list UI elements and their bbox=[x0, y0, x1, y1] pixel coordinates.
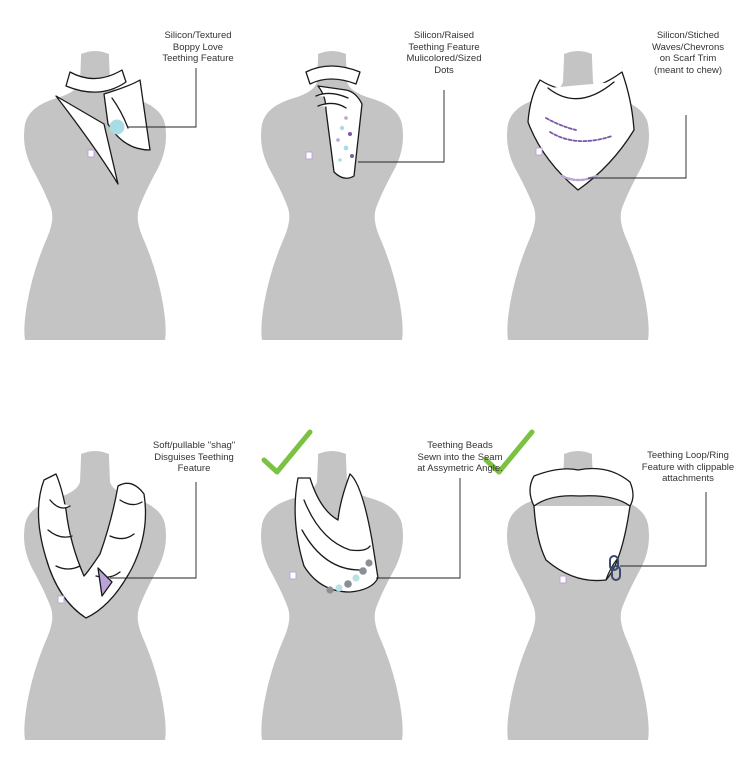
checkmark-icon bbox=[483, 429, 535, 475]
callout-line-3 bbox=[588, 115, 687, 179]
triangle-scarf bbox=[527, 71, 635, 191]
bead-infinity-scarf bbox=[289, 473, 379, 594]
callout-line-4 bbox=[110, 482, 197, 579]
callout-line-6 bbox=[620, 492, 707, 567]
callout-line-2 bbox=[358, 90, 445, 163]
bandana-scarf bbox=[55, 69, 151, 185]
callout-line-1 bbox=[128, 68, 197, 128]
mannequin-5 bbox=[261, 451, 403, 740]
checkmark-icon bbox=[261, 429, 313, 475]
shag-infinity-scarf bbox=[37, 473, 147, 619]
mannequin-1 bbox=[24, 51, 166, 340]
skinny-scarf bbox=[305, 65, 363, 179]
callout-line-5 bbox=[376, 478, 461, 579]
loop-bandana-scarf bbox=[529, 467, 634, 584]
